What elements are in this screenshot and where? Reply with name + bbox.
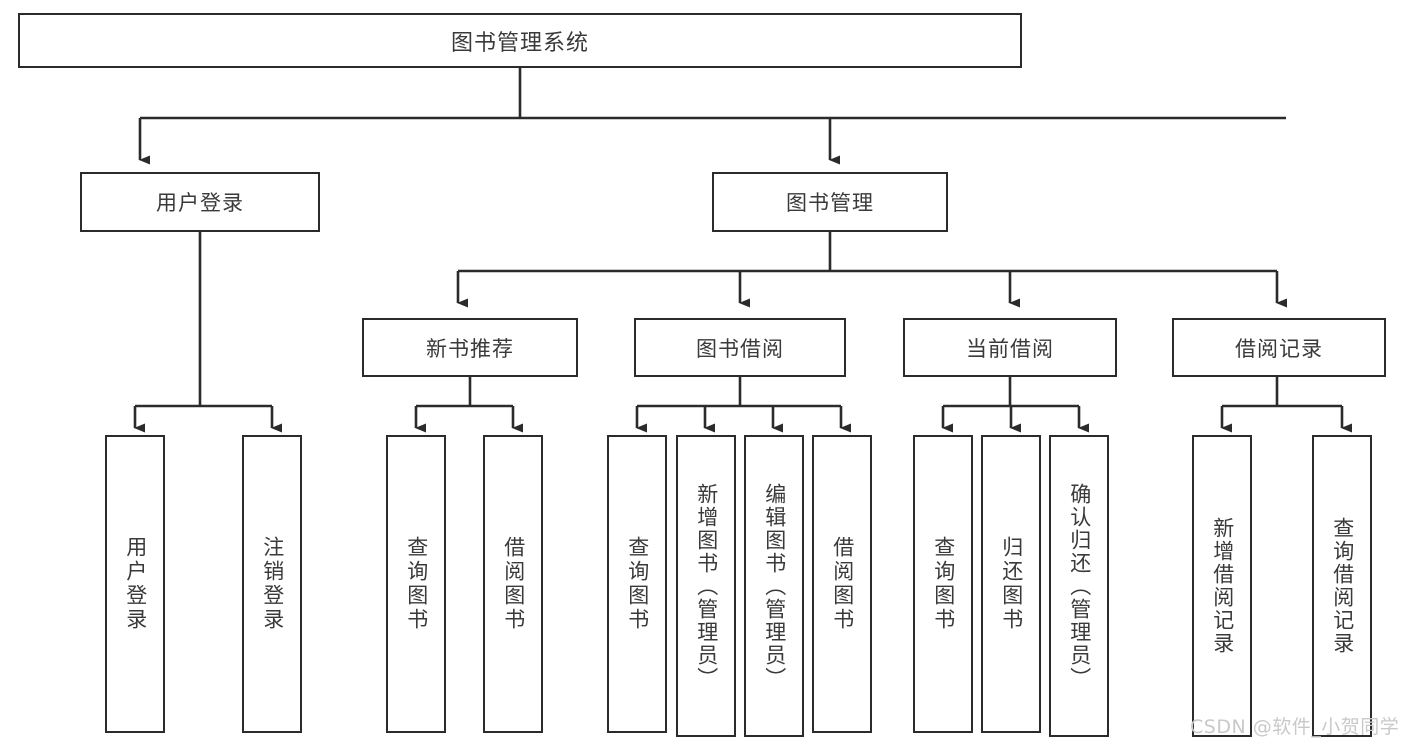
node-user-login[interactable]: 用户登录 bbox=[80, 172, 320, 232]
node-root-system[interactable]: 图书管理系统 bbox=[18, 13, 1022, 68]
node-borrow-record[interactable]: 借阅记录 bbox=[1172, 318, 1386, 377]
watermark: CSDN @软件_小贺同学 bbox=[1190, 712, 1399, 739]
leaf-record-query-record[interactable]: 查询借阅记录 bbox=[1312, 435, 1372, 737]
watermark-text: CSDN @软件_小贺同学 bbox=[1190, 716, 1400, 738]
leaf-current-query-book[interactable]: 查询图书 bbox=[913, 435, 973, 733]
leaf-borrow-borrow-book[interactable]: 借阅图书 bbox=[812, 435, 872, 733]
node-current-borrow[interactable]: 当前借阅 bbox=[903, 318, 1117, 377]
node-label: 用户登录 bbox=[156, 191, 244, 215]
leaf-borrow-add-book-admin[interactable]: 新增图书（管理员） bbox=[676, 435, 736, 737]
leaf-user-login-login[interactable]: 用户登录 bbox=[105, 435, 165, 733]
leaf-label: 新增图书（管理员） bbox=[694, 482, 719, 690]
leaf-label: 归还图书 bbox=[999, 536, 1024, 632]
node-label: 图书借阅 bbox=[696, 336, 784, 361]
leaf-user-login-logout[interactable]: 注销登录 bbox=[242, 435, 302, 733]
leaf-record-add-record[interactable]: 新增借阅记录 bbox=[1192, 435, 1252, 737]
leaf-current-return-book[interactable]: 归还图书 bbox=[981, 435, 1041, 733]
leaf-recommend-borrow-book[interactable]: 借阅图书 bbox=[483, 435, 543, 733]
node-label: 图书管理系统 bbox=[450, 30, 589, 56]
node-label: 当前借阅 bbox=[966, 336, 1054, 361]
node-label: 新书推荐 bbox=[426, 336, 514, 361]
leaf-current-confirm-return-admin[interactable]: 确认归还（管理员） bbox=[1049, 435, 1109, 737]
leaf-label: 注销登录 bbox=[260, 536, 285, 632]
node-new-book-recommend[interactable]: 新书推荐 bbox=[362, 318, 578, 377]
leaf-label: 借阅图书 bbox=[501, 536, 526, 632]
node-book-management[interactable]: 图书管理 bbox=[712, 172, 948, 232]
leaf-recommend-query-book[interactable]: 查询图书 bbox=[386, 435, 446, 733]
node-label: 借阅记录 bbox=[1235, 336, 1323, 361]
leaf-label: 编辑图书（管理员） bbox=[762, 482, 787, 690]
node-book-borrow[interactable]: 图书借阅 bbox=[634, 318, 846, 377]
leaf-label: 借阅图书 bbox=[830, 536, 855, 632]
leaf-label: 查询图书 bbox=[931, 536, 956, 632]
leaf-borrow-edit-book-admin[interactable]: 编辑图书（管理员） bbox=[744, 435, 804, 737]
node-label: 图书管理 bbox=[786, 191, 874, 215]
leaf-label: 查询借阅记录 bbox=[1330, 517, 1355, 655]
leaf-borrow-query-book[interactable]: 查询图书 bbox=[607, 435, 667, 733]
leaf-label: 新增借阅记录 bbox=[1210, 517, 1235, 655]
leaf-label: 用户登录 bbox=[123, 536, 148, 632]
leaf-label: 确认归还（管理员） bbox=[1067, 482, 1092, 690]
leaf-label: 查询图书 bbox=[625, 536, 650, 632]
leaf-label: 查询图书 bbox=[404, 536, 429, 632]
